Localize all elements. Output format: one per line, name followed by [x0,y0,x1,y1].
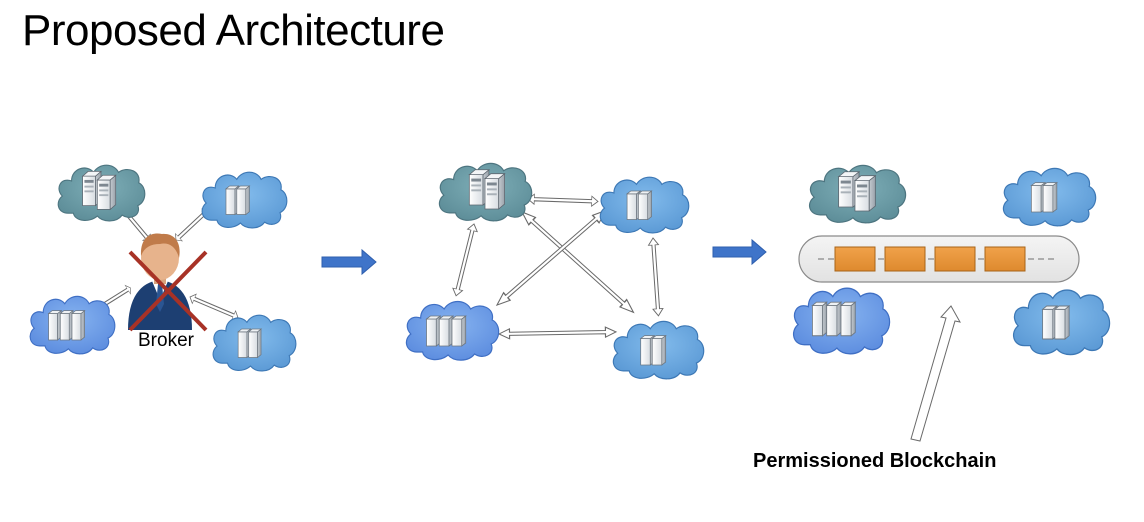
server-cloud-icon [201,171,288,229]
server-cloud-icon [612,320,705,380]
block-icon [834,246,876,272]
datacenter-cloud-icon [808,164,907,224]
flow-arrow-icon [712,238,767,266]
double-arrow [647,237,664,317]
block-icon [984,246,1026,272]
double-arrow [450,222,480,298]
cross-out-icon [128,250,208,332]
panel-peer-mesh [405,162,705,380]
server-cloud-icon [29,295,116,355]
server-cloud-icon [1002,167,1097,227]
block-icon [884,246,926,272]
datacenter-cloud-icon [57,164,146,222]
panel-broker: Broker [29,164,297,372]
server-cloud-icon [212,314,297,372]
server-cloud-icon [792,287,891,355]
server-cloud-icon [405,300,500,361]
double-arrow [498,326,617,340]
block-icon [934,246,976,272]
datacenter-cloud-icon [438,162,533,222]
callout-arrow [910,305,961,442]
slide-title: Proposed Architecture [22,6,445,55]
server-cloud-icon [599,176,690,234]
broker-label: Broker [138,330,195,351]
server-cloud-icon [1012,289,1111,356]
blockchain-ledger [798,235,1080,283]
double-arrow [527,193,599,207]
panel-blockchain: Permissioned Blockchain [753,164,1111,472]
double-arrow [493,206,610,310]
flow-arrow-icon [321,248,377,276]
blockchain-label: Permissioned Blockchain [753,450,996,472]
